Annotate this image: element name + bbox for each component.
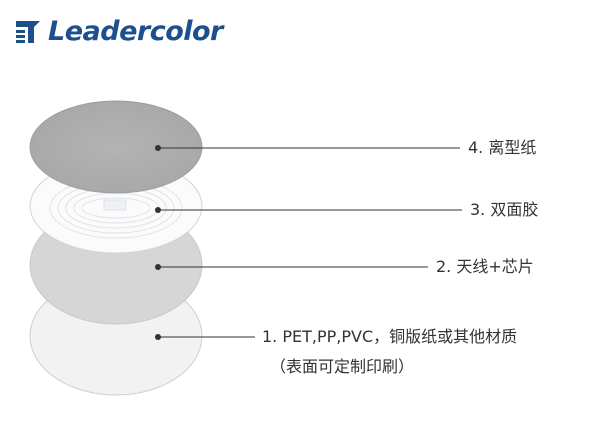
leadercolor-logo-icon [16, 21, 40, 43]
layer-3-leader-dot [155, 207, 161, 213]
layer-2-label: 2. 天线+芯片 [436, 257, 534, 276]
layer-4-label: 4. 离型纸 [468, 138, 537, 157]
layer-2-leader-dot [155, 264, 161, 270]
layer-4-leader-dot [155, 145, 161, 151]
layer-1-label: 1. PET,PP,PVC，铜版纸或其他材质 [262, 327, 518, 346]
layer-1-sublabel: （表面可定制印刷） [270, 357, 415, 376]
brand-name: Leadercolor [48, 16, 223, 47]
chip-icon [103, 199, 127, 211]
layer-4-disc [29, 100, 203, 194]
layer-1-leader-dot [155, 334, 161, 340]
brand-logo: Leadercolor [14, 14, 223, 50]
layer-3-label: 3. 双面胶 [470, 200, 539, 219]
